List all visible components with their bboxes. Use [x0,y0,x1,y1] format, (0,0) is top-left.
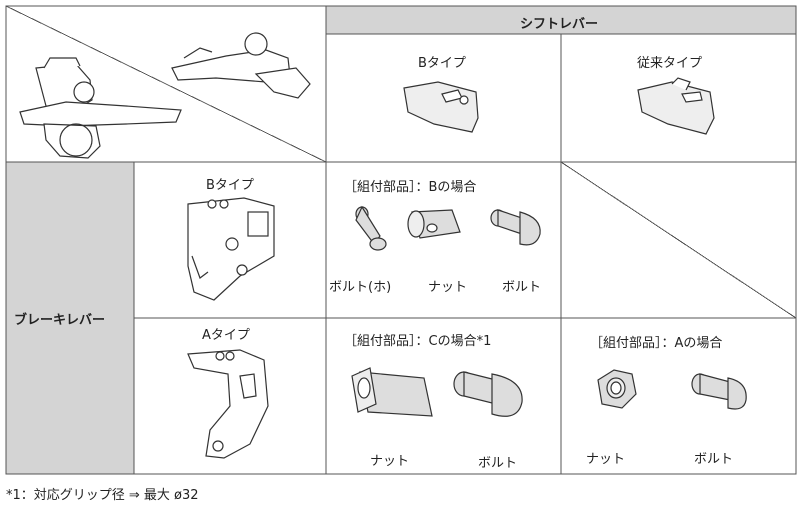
brake-lever-header: ブレーキレバー [14,313,106,328]
brake-b-type-label: Bタイプ [206,178,254,193]
brake-lever-illustration [19,57,182,159]
brake-b-type-illustration [187,197,275,301]
nut-c-icon [351,367,433,417]
bolt-b-label: ボルト [502,280,542,295]
shift-conventional-label: 従来タイプ [637,56,703,71]
bolt-c-label: ボルト [478,456,518,471]
bolt-b-icon [490,209,541,246]
nut-c-label: ナット [370,454,410,469]
shift-conventional-clamp [637,77,715,135]
bolt-a-icon [691,373,747,410]
brake-a-type-illustration [187,349,269,459]
shift-b-type-label: Bタイプ [418,56,466,71]
parts-a-title: ［組付部品］：Aの場合 [590,336,723,351]
nut-b-icon [407,209,461,239]
bolt-ho-label: ボルト(ホ) [329,280,392,295]
brake-a-type-label: Aタイプ [202,328,250,343]
nut-a-icon [597,369,637,409]
shift-lever-header: シフトレバー [520,17,599,32]
shift-b-type-clamp [403,81,479,133]
parts-c-title: ［組付部品］：Cの場合*1 [344,334,492,349]
nut-a-label: ナット [586,452,626,467]
bolt-ho-icon [355,205,387,251]
nut-b-label: ナット [428,280,468,295]
shift-lever-illustration [171,32,311,99]
footnote: *1：対応グリップ径 ⇒ 最大 ø32 [6,488,199,503]
bolt-c-icon [453,371,523,417]
bolt-a-label: ボルト [694,452,734,467]
parts-b-title: ［組付部品］：Bの場合 [344,180,477,195]
